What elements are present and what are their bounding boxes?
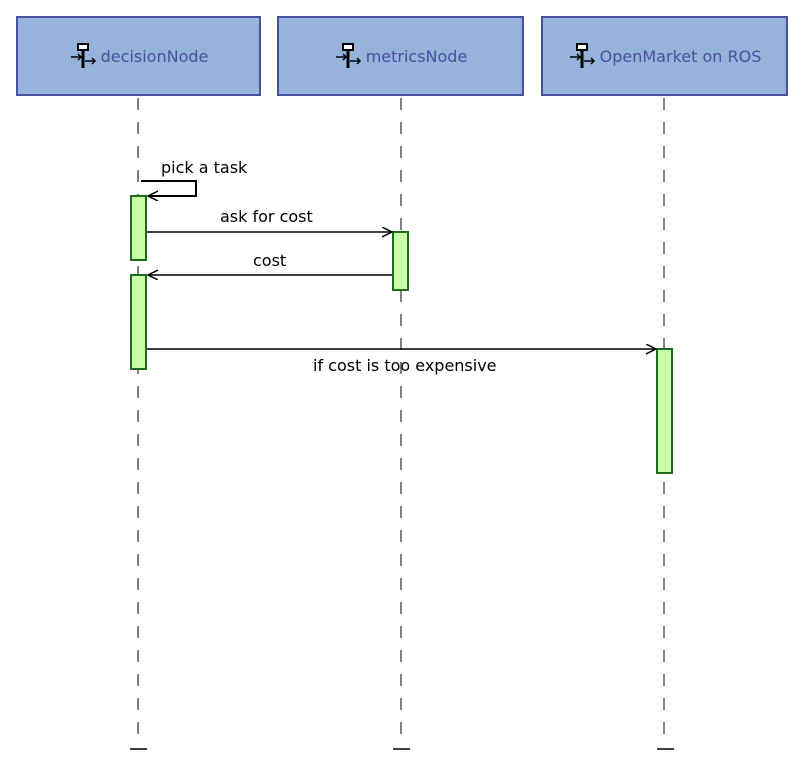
message-label-cost: cost (253, 251, 287, 270)
participant-label: OpenMarket on ROS (599, 46, 762, 66)
component-node-icon (335, 43, 361, 68)
participant-label: metricsNode (365, 46, 468, 66)
message-label-if-cost-is-too-expensive: if cost is too expensive (313, 356, 497, 375)
message-label-ask-for-cost: ask for cost (220, 207, 313, 226)
participant-metrics-node[interactable]: metricsNode (277, 16, 524, 96)
message-label-pick-a-task: pick a task (161, 158, 248, 177)
activation-bar (130, 195, 147, 261)
component-node-icon (70, 43, 96, 68)
participant-openmarket-on-ros[interactable]: OpenMarket on ROS (541, 16, 788, 96)
activation-bar (392, 231, 409, 291)
message-arrow-pick-a-task (141, 180, 197, 196)
activation-bar (656, 348, 673, 474)
component-node-icon (569, 43, 595, 68)
activation-bar (130, 274, 147, 370)
participant-decision-node[interactable]: decisionNode (16, 16, 261, 96)
participant-label: decisionNode (100, 46, 209, 66)
